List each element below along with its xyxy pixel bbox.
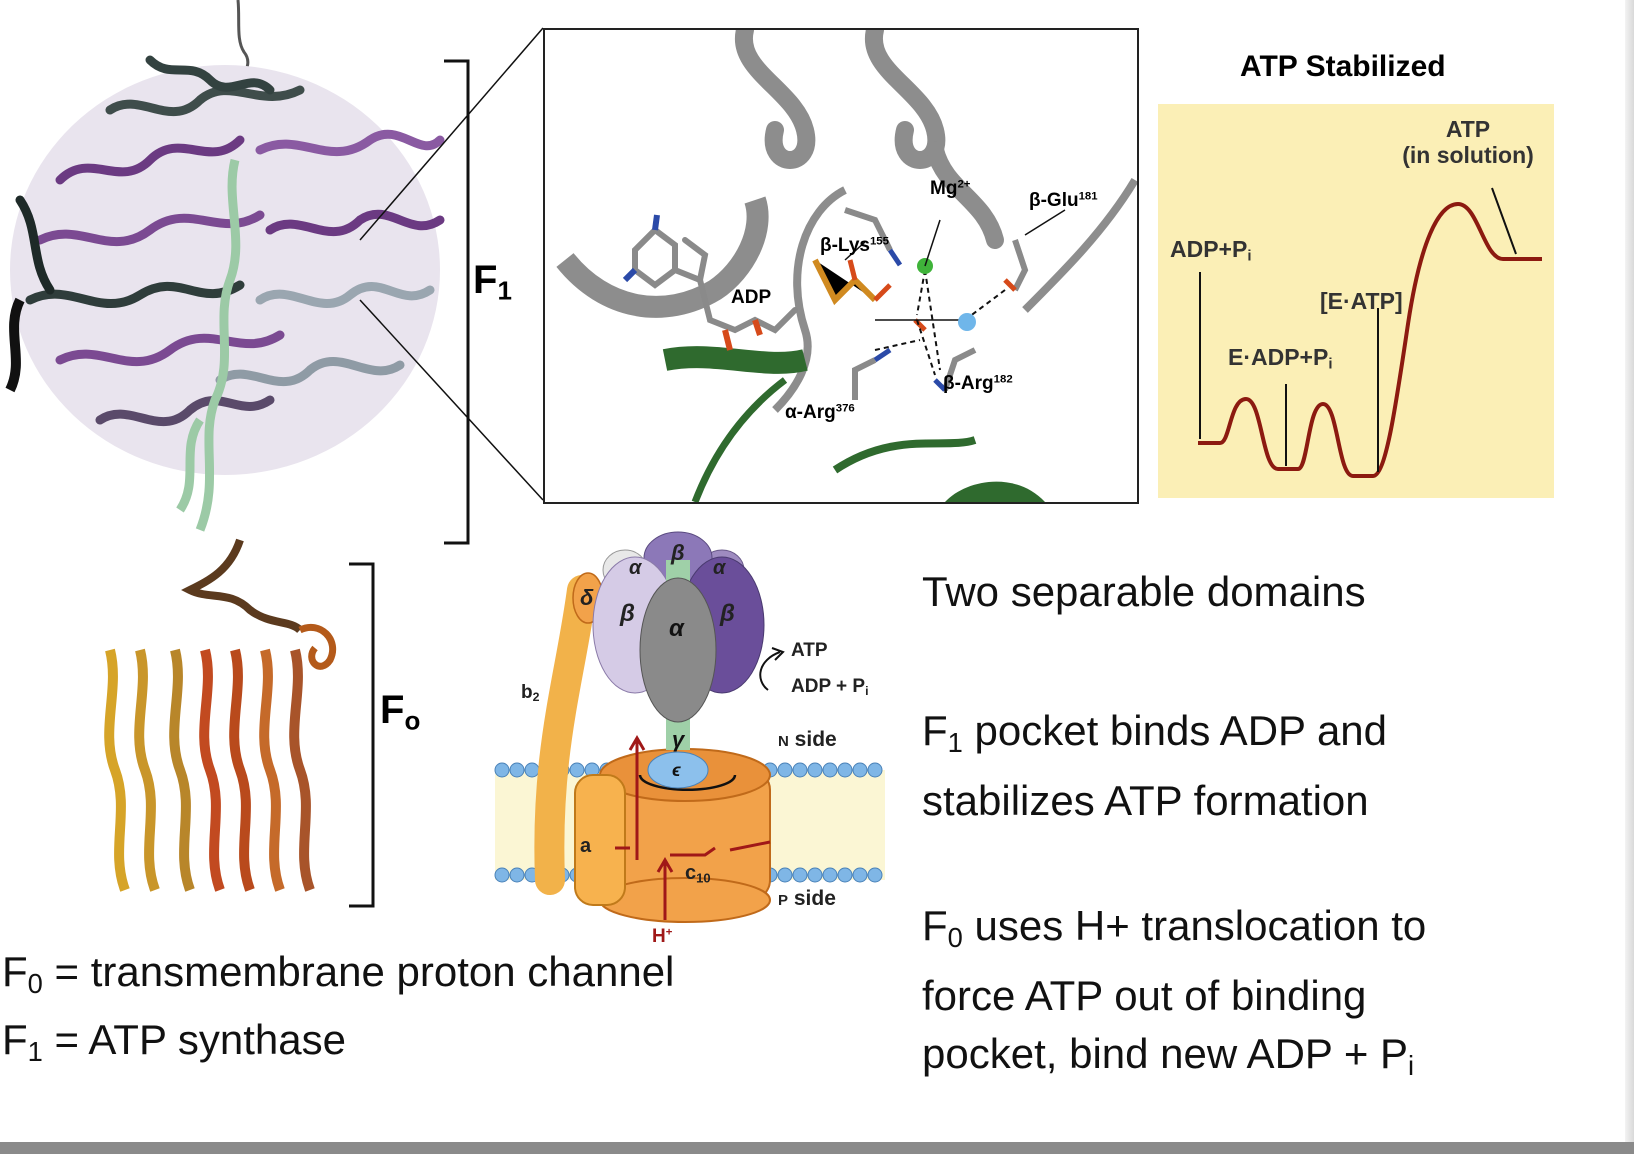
- sch-adp-pi: ADP + Pi: [791, 676, 869, 699]
- label-adp-pi: ADP+Pi: [1170, 236, 1252, 265]
- energy-curve: [1198, 187, 1542, 478]
- f1-bracket: [444, 59, 470, 545]
- sch-beta-right: β: [720, 600, 735, 627]
- zoom-lines: [359, 27, 544, 501]
- bottom-bar: [0, 1142, 1634, 1154]
- text-f0-definition: F0 = transmembrane proton channel: [2, 948, 675, 999]
- text-f1-definition: F1 = ATP synthase: [2, 1016, 346, 1067]
- sch-alpha-right: α: [713, 557, 726, 579]
- label-beta-lys155: β-Lys155: [820, 235, 889, 256]
- label-alpha-arg376: α-Arg376: [785, 402, 855, 423]
- sch-b2: b2: [521, 682, 540, 705]
- f1-structure-image: [5, 0, 445, 532]
- sch-alpha-left: α: [629, 557, 642, 579]
- sch-h-plus: H+: [652, 926, 673, 947]
- sch-p-side: P side: [778, 887, 836, 910]
- atp-stabilized-title: ATP Stabilized: [1240, 50, 1446, 83]
- atp-synthase-schematic: [494, 531, 885, 923]
- energy-diagram-panel: ATP (in solution) ADP+Pi [E·ATP] E·ADP+P…: [1158, 104, 1554, 498]
- label-atp-in-solution: ATP (in solution): [1402, 116, 1534, 168]
- label-beta-arg182: β-Arg182: [943, 373, 1013, 394]
- sch-atp: ATP: [791, 640, 828, 661]
- label-mg: Mg2+: [930, 178, 971, 199]
- label-e-adp-pi: E·ADP+Pi: [1228, 344, 1333, 373]
- sch-beta-left: β: [620, 600, 635, 627]
- right-edge-shadow: [1625, 0, 1634, 1142]
- f1-label: F1: [473, 258, 512, 306]
- sch-n-side: N side: [778, 728, 837, 751]
- text-two-domains: Two separable domains: [922, 568, 1366, 615]
- sch-beta-top: β: [671, 540, 685, 565]
- label-beta-glu181: β-Glu181: [1029, 190, 1098, 211]
- sch-gamma: γ: [672, 727, 685, 752]
- binding-site-ribbons: [556, 30, 1137, 502]
- sch-c10: c10: [685, 862, 711, 886]
- text-f1-pocket: F1 pocket binds ADP and stabilizes ATP f…: [922, 707, 1388, 824]
- label-e-atp: [E·ATP]: [1320, 288, 1403, 314]
- sch-epsilon: ϵ: [672, 760, 681, 780]
- water-marker: [958, 313, 976, 331]
- fo-bracket: [349, 562, 375, 908]
- fo-label: Fo: [380, 688, 421, 736]
- sch-a: a: [580, 835, 592, 857]
- binding-site-panel: Mg2+ β-Glu181 β-Lys155 ADP α-Arg376 β-Ar…: [543, 28, 1139, 504]
- fo-structure-image: [104, 538, 337, 892]
- label-adp: ADP: [731, 287, 772, 308]
- text-f0-translocation: F0 uses H+ translocation to force ATP ou…: [922, 902, 1427, 1081]
- sch-delta: δ: [580, 585, 594, 610]
- sch-alpha-center: α: [669, 615, 684, 642]
